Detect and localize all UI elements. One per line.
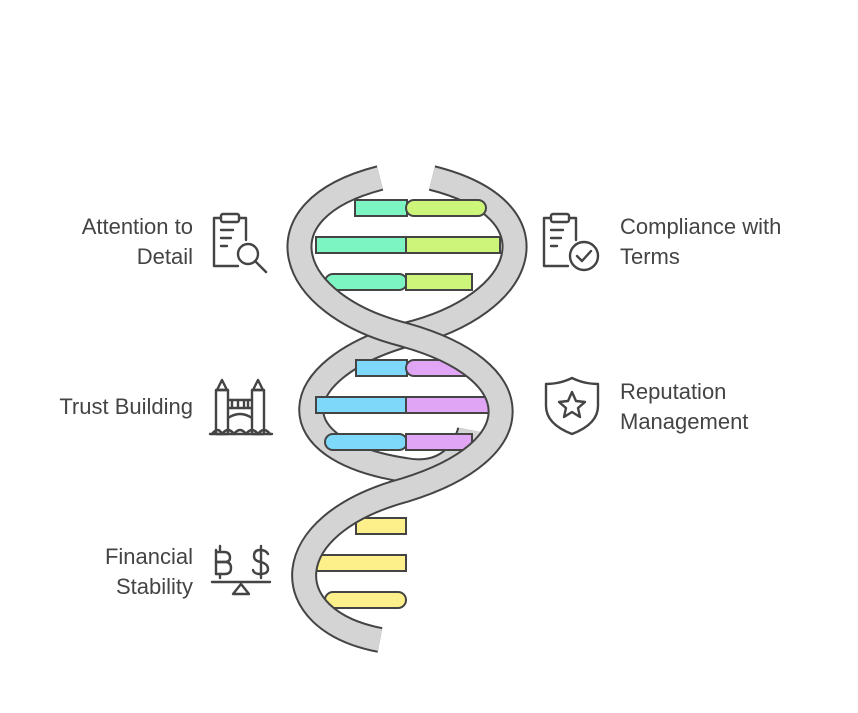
rung-1a-right xyxy=(405,199,487,217)
rung-2c-right xyxy=(405,433,473,451)
clipboard-search-icon xyxy=(212,212,268,274)
clipboard-check-icon xyxy=(542,212,600,272)
helix-front-strand xyxy=(286,165,514,653)
rung-1c-left xyxy=(324,273,408,291)
rungs-group-1 xyxy=(315,199,501,291)
label-attention-to-detail: Attention to Detail xyxy=(81,214,193,269)
rung-3b xyxy=(315,554,407,572)
label-financial-stability: Financial Stability xyxy=(104,544,193,599)
rungs-group-2 xyxy=(315,359,501,451)
rung-2c-left xyxy=(324,433,408,451)
bridge-icon xyxy=(208,378,274,436)
rung-3c xyxy=(324,591,407,609)
label-compliance-with-terms: Compliance with Terms xyxy=(620,214,782,269)
rung-2b-left xyxy=(315,396,408,414)
rung-1a-left xyxy=(354,199,408,217)
rung-1b-left xyxy=(315,236,408,254)
shield-star-icon xyxy=(544,376,600,436)
label-trust-building: Trust Building xyxy=(59,394,193,419)
currency-balance-icon xyxy=(210,544,272,596)
rung-1b-right xyxy=(405,236,501,254)
rung-1c-right xyxy=(405,273,473,291)
label-reputation-management: Reputation Management xyxy=(620,379,749,434)
rung-3a xyxy=(355,517,407,535)
rung-2a-left xyxy=(355,359,408,377)
rungs-group-3 xyxy=(315,517,407,609)
